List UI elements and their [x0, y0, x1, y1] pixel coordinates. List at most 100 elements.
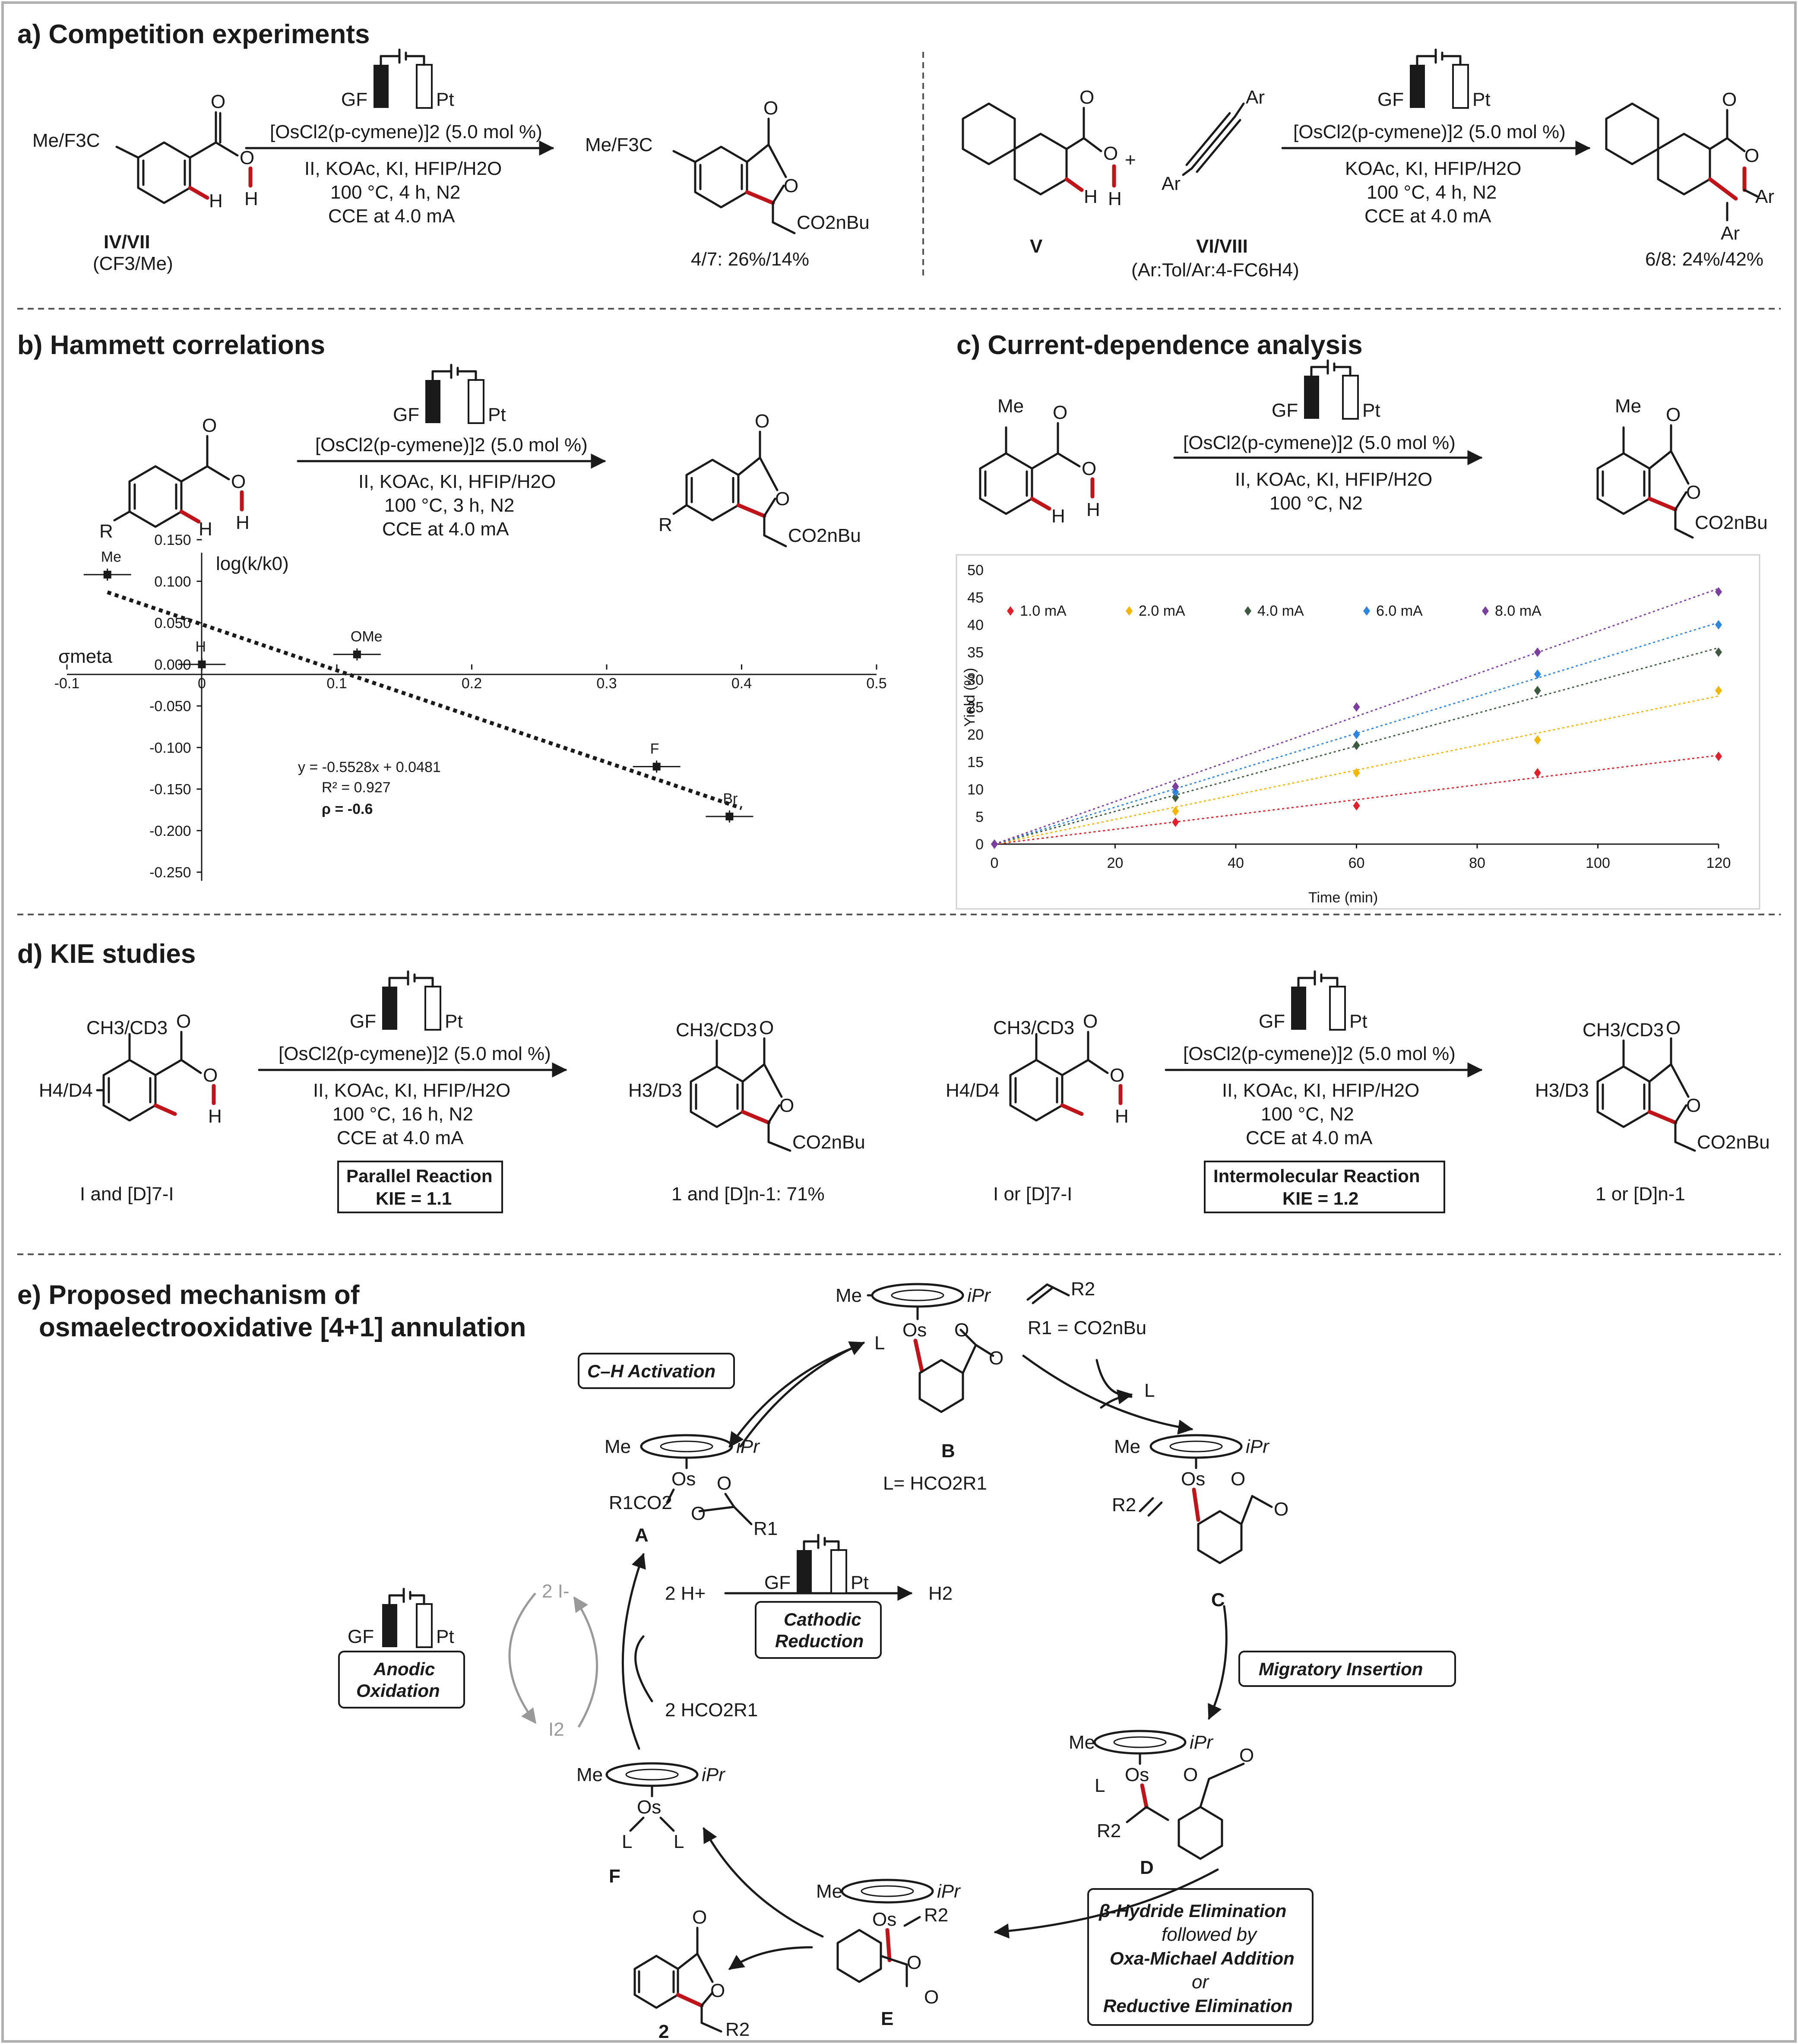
svg-text:Pt: Pt [445, 1011, 463, 1032]
svg-text:O: O [1053, 402, 1067, 423]
anodic-label-2: Oxidation [356, 1680, 440, 1701]
condition-line-2: 100 °C, 16 h, N2 [332, 1104, 473, 1125]
hammett-x-label: σmeta [58, 646, 113, 667]
reaction-conditions-b: GF Pt [OsCl2(p-cymene)]2 (5.0 mol %) II,… [297, 364, 606, 540]
plus-sign: + [1125, 149, 1136, 171]
panel-d: d) KIE studies CH3/CD3 O O H H4/D4 I and… [17, 939, 1770, 1213]
yield-y-tick-label: 5 [975, 809, 984, 826]
svg-text:O: O [176, 1011, 191, 1032]
kie-prod-label: 1 or [D]n-1 [1595, 1183, 1685, 1205]
kie-sub-h: H4/D4 [39, 1080, 93, 1101]
panel-d-title: d) KIE studies [17, 939, 196, 969]
arrow-alkene-in [1095, 1359, 1133, 1405]
hammett-x-tick-label: 0.4 [731, 675, 752, 692]
svg-text:O: O [717, 1473, 731, 1494]
yield-point [1534, 669, 1541, 679]
condition-line-3: CCE at 4.0 mA [1246, 1127, 1373, 1149]
h2-label: H2 [928, 1583, 953, 1604]
kie-product-right: CH3/CD3 O O CO2nBu H3/D3 1 or [D]n-1 [1535, 1017, 1770, 1205]
cathodic-label-1: Cathodic [784, 1609, 861, 1630]
svg-text:Os: Os [637, 1797, 661, 1818]
kie-substrate-left: CH3/CD3 O O H H4/D4 I and [D]7-I [39, 1011, 222, 1205]
complex-a: Me iPr Os R1CO2 O O R1 A [605, 1434, 778, 1546]
svg-text:R2: R2 [1071, 1278, 1095, 1300]
svg-text:Pt: Pt [1472, 89, 1491, 110]
arrow-iodine-reduction [573, 1596, 598, 1728]
condition-line-1: II, KOAc, KI, HFIP/H2O [304, 158, 502, 179]
yield-y-tick-label: 10 [967, 782, 984, 798]
hammett-point-label: Me [101, 549, 121, 565]
svg-text:H: H [1115, 1106, 1129, 1127]
svg-text:H: H [1084, 186, 1098, 207]
kie-sub-label: I and [D]7-I [80, 1183, 174, 1205]
kie-prod-label: 1 and [D]n-1: 71% [671, 1183, 825, 1205]
svg-text:O: O [1274, 1499, 1288, 1520]
label-f: F [609, 1866, 620, 1887]
svg-text:GF: GF [1377, 89, 1404, 110]
product-yield-label: 6/8: 24%/42% [1645, 249, 1763, 270]
svg-text:GF: GF [350, 1011, 376, 1032]
yield-point [1715, 686, 1722, 696]
svg-text:O: O [1082, 458, 1096, 479]
yield-x-tick-label: 120 [1706, 855, 1731, 871]
yield-legend-label: 4.0 mA [1257, 603, 1304, 619]
product-ar-bottom: Ar [1721, 223, 1740, 244]
substrate-v: O O H H V + [962, 87, 1136, 257]
svg-text:iPr: iPr [702, 1764, 726, 1785]
svg-text:Me: Me [836, 1285, 862, 1306]
hammett-y-tick-label: -0.150 [149, 782, 191, 798]
svg-text:iPr: iPr [736, 1436, 760, 1457]
hammett-y-tick-label: -0.250 [149, 864, 191, 881]
label-d: D [1140, 1857, 1154, 1878]
hammett-y-tick-label: 0.150 [154, 532, 191, 548]
yield-point [1715, 647, 1722, 657]
hammett-y-tick-label: -0.050 [149, 698, 191, 715]
svg-text:O: O [1231, 1468, 1245, 1490]
alkyne-vi-viii: Ar Ar VI/VIII (Ar:Tol/Ar:4-FC6H4) [1131, 87, 1299, 281]
electrode-icon: GF Pt [393, 364, 506, 425]
reaction-conditions-a-left: GF Pt [OsCl2(p-cymene)]2 (5.0 mol %) II,… [245, 48, 554, 227]
ester-label: CO2nBu [1695, 512, 1768, 533]
svg-text:R2: R2 [924, 1905, 948, 1926]
panel-e: e) Proposed mechanism of osmaelectrooxid… [17, 1278, 1456, 2042]
hammett-point [725, 813, 734, 821]
svg-text:L: L [622, 1831, 632, 1852]
svg-text:GF: GF [764, 1572, 791, 1593]
hammett-x-tick-label: 0.1 [326, 675, 347, 692]
yield-x-tick-label: 40 [1228, 855, 1244, 871]
product-substituent: Me/F3C [585, 134, 652, 155]
condition-line-2: 100 °C, N2 [1261, 1104, 1354, 1125]
condition-line-3: CCE at 4.0 mA [328, 206, 455, 227]
svg-text:O: O [1183, 1764, 1198, 1785]
condition-line-1: II, KOAc, KI, HFIP/H2O [313, 1080, 510, 1101]
ester-label: CO2nBu [792, 1132, 865, 1153]
or-label: or [1192, 1971, 1209, 1993]
hammett-y-tick-label: 0.100 [154, 573, 191, 590]
yield-point [1353, 730, 1360, 739]
hammett-y-tick-label: -0.200 [149, 823, 191, 839]
yield-series [991, 587, 1722, 849]
hammett-point [652, 763, 661, 771]
yield-legend-label: 1.0 mA [1020, 603, 1067, 619]
svg-text:H: H [1108, 188, 1122, 209]
migratory-insertion-box [1238, 1651, 1456, 1687]
kie-value: KIE = 1.1 [376, 1188, 452, 1209]
svg-text:R2: R2 [1112, 1494, 1136, 1516]
svg-text:H: H [209, 190, 223, 212]
svg-text:Os: Os [671, 1468, 696, 1490]
svg-text:O: O [775, 488, 790, 509]
svg-text:Pt: Pt [1362, 400, 1380, 421]
svg-text:GF: GF [341, 89, 367, 110]
kie-box-title: Parallel Reaction [346, 1166, 492, 1186]
svg-text:O: O [202, 415, 217, 436]
yield-point [991, 839, 998, 849]
hammett-point-label: OMe [351, 629, 383, 645]
beta-hydride-box [1087, 1888, 1314, 2026]
yield-point [1172, 793, 1179, 803]
complex-b: Me iPr Os L O O B L= HCO2R1 [836, 1283, 1003, 1494]
alkene-reagent: R2 R1 = CO2nBu [1026, 1278, 1146, 1338]
yield-point [1715, 587, 1722, 597]
condition-line-2: 100 °C, 4 h, N2 [1367, 182, 1497, 203]
